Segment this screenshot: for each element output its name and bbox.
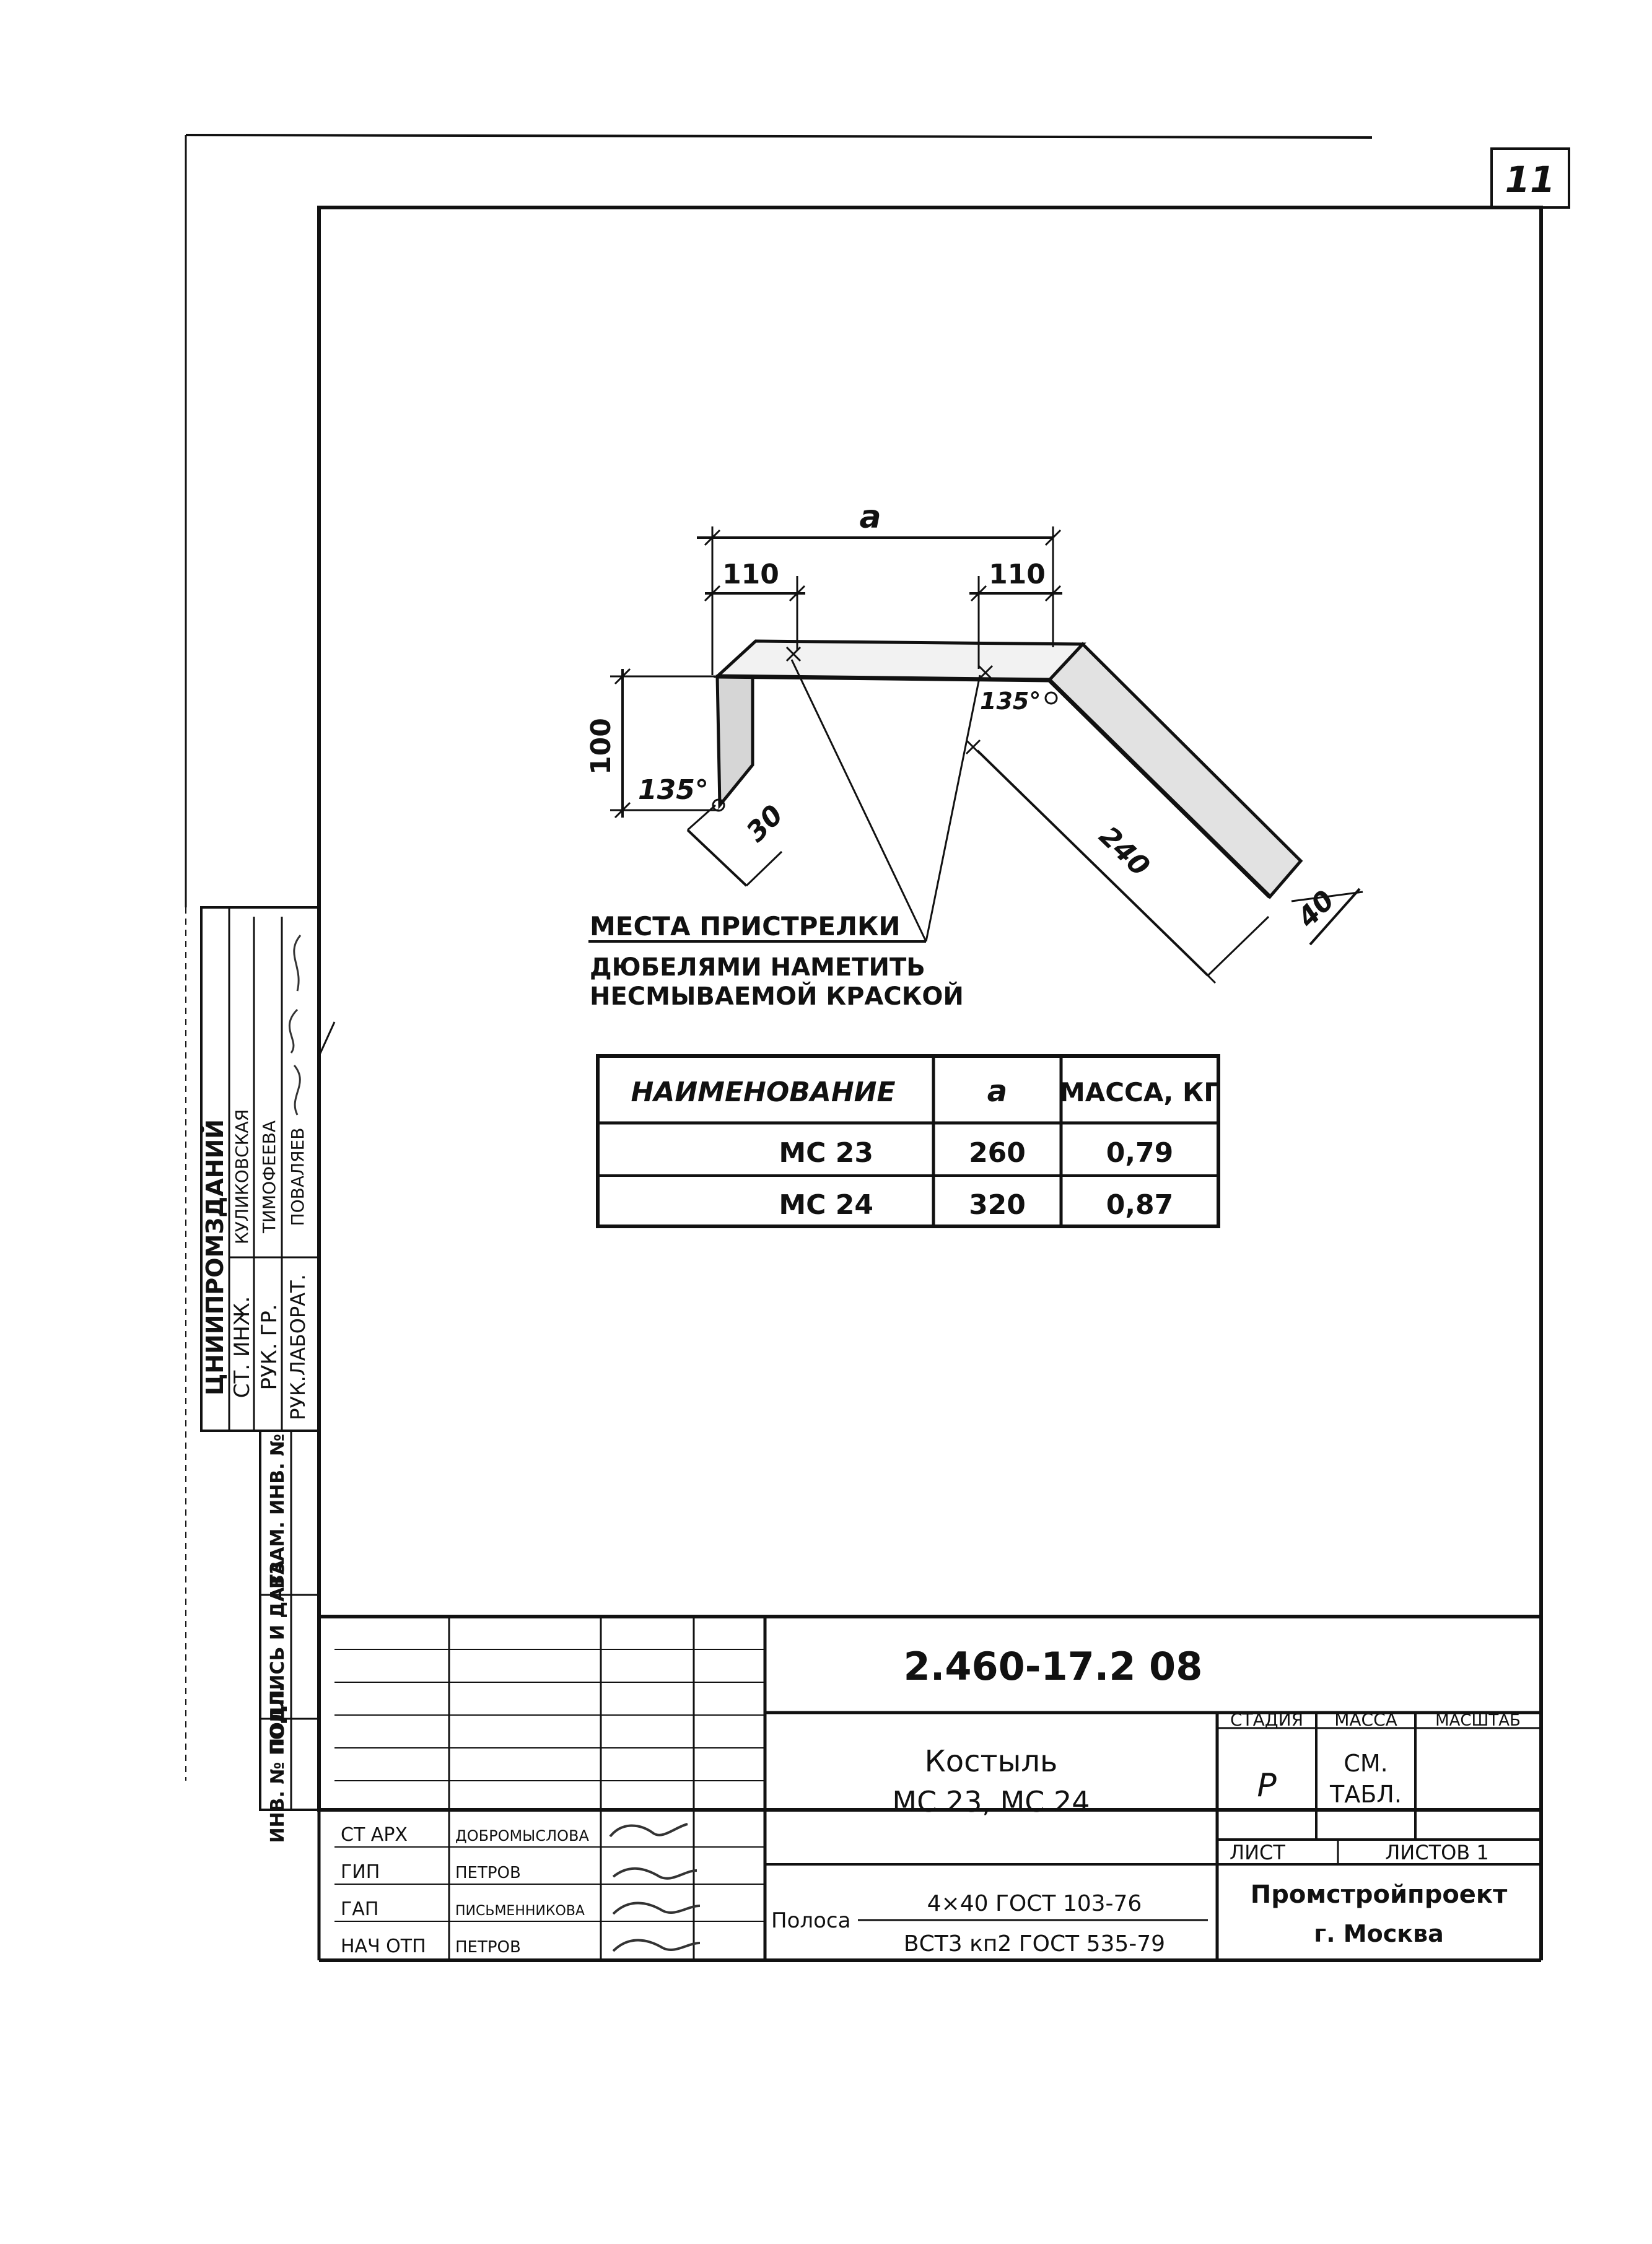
sheet-label: ЛИСТ	[1230, 1841, 1285, 1864]
sign-role: СТ АРХ	[341, 1824, 408, 1846]
sign-role: ГИП	[341, 1861, 380, 1883]
stage-value: Р	[1257, 1767, 1277, 1804]
sign-name: ПЕТРОВ	[455, 1938, 521, 1957]
sign-role: ГАП	[341, 1898, 378, 1920]
scale-label: МАСШТАБ	[1435, 1711, 1521, 1730]
table-header-name: НАИМЕНОВАНИЕ	[631, 1076, 895, 1108]
sign-name: ПИСЬМЕННИКОВА	[455, 1903, 585, 1919]
table-header-a: a	[987, 1074, 1007, 1109]
org-name: Промстройпроект	[1251, 1880, 1508, 1909]
title-block: СТ АРХ ДОБРОМЫСЛОВА ГИП ПЕТРОВ ГАП ПИСЬМ…	[317, 1615, 1543, 1962]
dim-overall: a	[859, 499, 881, 536]
sign-name: ПЕТРОВ	[455, 1864, 521, 1882]
stage-label: СТАДИЯ	[1230, 1709, 1303, 1730]
side-role: РУК. ГР.	[257, 1304, 282, 1390]
side-name: КУЛИКОВСКАЯ	[232, 1109, 252, 1244]
side-role: РУК.ЛАБОРАТ.	[286, 1274, 310, 1420]
table-cell: 320	[969, 1189, 1026, 1221]
org-city: г. Москва	[1314, 1920, 1443, 1947]
table-cell: 0,87	[1106, 1189, 1174, 1221]
table-header-mass: МАССА, КГ	[1059, 1077, 1220, 1107]
inv-label: ИНВ. № ПОДЛ.	[267, 1685, 289, 1843]
sign-role: НАЧ ОТП	[341, 1936, 426, 1957]
mass-value: ТАБЛ.	[1329, 1781, 1402, 1808]
outer-frame	[185, 134, 1373, 1781]
material-steel: ВСТ3 кп2 ГОСТ 535-79	[904, 1931, 1165, 1957]
part-title: Костыль	[925, 1744, 1058, 1779]
table-cell: 0,79	[1106, 1137, 1174, 1169]
side-org: ЦНИИПРОМЗДАНИЙ	[201, 1119, 229, 1395]
side-role: СТ. ИНЖ.	[230, 1296, 255, 1399]
table-cell: 260	[969, 1137, 1026, 1169]
mass-value: СМ.	[1344, 1750, 1388, 1777]
table-cell: МС 24	[779, 1189, 873, 1221]
sign-name: ДОБРОМЫСЛОВА	[455, 1827, 590, 1845]
part-drawing: a 110 110 100 135° 135° 30 240	[585, 499, 1363, 984]
inv-label: ВЗАМ. ИНВ. №	[267, 1434, 289, 1589]
inventory-strip: ВЗАМ. ИНВ. № ПОДПИСЬ И ДАТА ИНВ. № ПОДЛ.	[259, 1430, 320, 1843]
dim-left-segment: 110	[722, 559, 779, 590]
drawing-code: 2.460-17.2 08	[904, 1644, 1203, 1689]
spec-table: НАИМЕНОВАНИЕ a МАССА, КГ МС 23 260 0,79 …	[596, 1054, 1220, 1228]
dim-right-segment: 110	[989, 559, 1046, 590]
note-dowels: ДЮБЕЛЯМИ НАМЕТИТЬ	[590, 953, 925, 982]
short-leg	[715, 675, 754, 810]
part-title-models: МС 23, МС 24	[892, 1785, 1090, 1818]
angle-right: 135°	[980, 688, 1041, 715]
sheet-number-box: 11	[1490, 147, 1570, 209]
dim-width: 40	[1291, 884, 1340, 934]
inv-label: ПОДПИСЬ И ДАТА	[267, 1560, 289, 1753]
mass-label: МАССА	[1334, 1709, 1397, 1730]
dim-short-leg: 30	[740, 799, 789, 848]
side-name: ПОВАЛЯЕВ	[287, 1128, 308, 1226]
sheet-number: 11	[1505, 159, 1555, 201]
material-prefix: Полоса	[771, 1908, 850, 1933]
side-name: ТИМОФЕЕВА	[259, 1120, 279, 1234]
side-approval-block: ЦНИИПРОМЗДАНИЙ СТ. ИНЖ. КУЛИКОВСКАЯ РУК.…	[200, 906, 336, 1432]
sheets-label: ЛИСТОВ 1	[1385, 1841, 1489, 1864]
top-plate	[713, 639, 1086, 682]
note-marking-places: МЕСТА ПРИСТРЕЛКИ	[590, 911, 900, 941]
dim-height: 100	[585, 718, 617, 775]
angle-left: 135°	[638, 774, 709, 806]
material-size: 4×40 ГОСТ 103-76	[927, 1891, 1142, 1916]
table-cell: МС 23	[779, 1137, 873, 1169]
note-paint: НЕСМЫВАЕМОЙ КРАСКОЙ	[590, 981, 964, 1011]
